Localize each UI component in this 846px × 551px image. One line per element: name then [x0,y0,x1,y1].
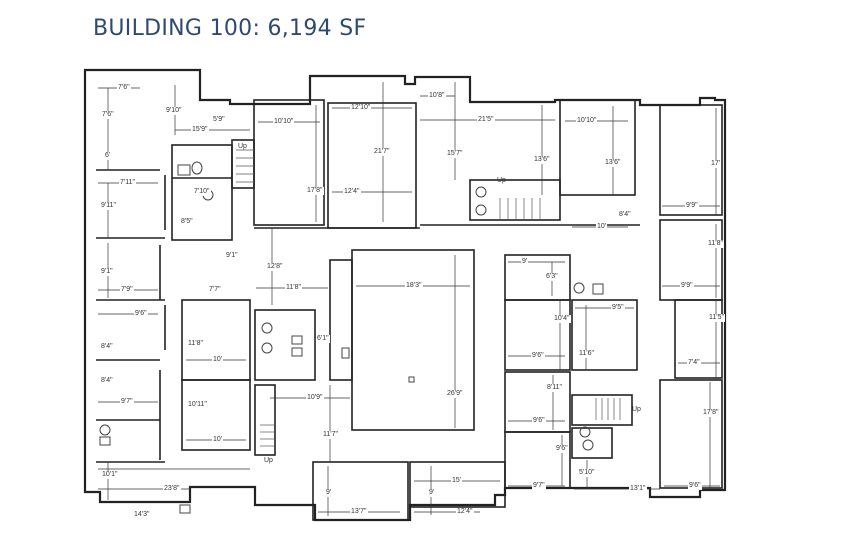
dimension-label: 9'9" [685,202,699,210]
dimension-lines [98,82,720,516]
dimension-label: 9'6" [532,417,546,425]
dimension-label: 10'4" [553,315,571,323]
dimension-label: 10'10" [576,117,598,125]
dimension-label: 13'6" [604,159,622,167]
dimension-label: 6' [104,152,112,160]
dimension-label: 9' [521,258,529,266]
dimension-label: 21'5" [477,116,495,124]
dimension-label: 10'1" [101,471,119,479]
dimension-label: 5'10" [578,469,596,477]
stair-up-label: Up [238,143,247,150]
dimension-label: 13'7" [350,508,368,516]
dimension-label: 9'6" [134,310,148,318]
dimension-label: 7'6" [117,84,131,92]
stair-up-label: Up [632,406,641,413]
dimension-label: 7'7" [208,286,222,294]
dimension-label: 8'5" [180,218,194,226]
dimension-label: 9' [428,489,436,497]
dimension-label: 7'10" [193,188,211,196]
dimension-label: 9'6" [555,445,569,453]
dimension-label: 11'6" [578,350,595,358]
dimension-label: 10'10" [273,118,295,126]
dimension-label: 9'11" [100,202,117,210]
stair-treads [236,149,621,447]
dimension-label: 9'9" [680,282,694,290]
dimension-label: 15'9" [191,126,209,134]
dimension-label: 8'4" [618,211,632,219]
dimension-label: 11'5" [708,314,725,322]
dimension-label: 15'7" [446,150,464,158]
dimension-label: 6'3" [545,273,559,281]
exterior-walls [83,68,727,522]
dimension-label: 21'7" [373,148,391,156]
dimension-label: 13'6" [533,156,551,164]
dimension-label: 17'8" [702,409,720,417]
dimension-label: 15' [451,477,463,485]
dimension-label: 6'1" [316,335,330,343]
dimension-label: 14'3" [133,511,151,519]
dimension-label: 9'1" [225,252,239,260]
dimension-label: 17'8" [306,187,324,195]
dimension-label: 10' [596,223,608,231]
dimension-label: 7'9" [120,286,134,294]
stair-up-label: Up [497,177,506,184]
dimension-label: 9'6" [531,352,545,360]
dimension-label: 23'8" [163,485,181,493]
dimension-label: 9'7" [120,398,134,406]
dimension-label: 18'3" [405,282,423,290]
dimension-label: 12'10" [350,104,372,112]
dimension-label: 8'4" [100,343,114,351]
dimension-label: 9'5" [611,304,625,312]
interior-walls [96,99,723,521]
dimension-label: 13'1" [629,485,647,493]
dimension-label: 9'10" [165,107,183,115]
dimension-label: 10'8" [428,92,446,100]
dimension-label: 7'11" [119,179,136,187]
dimension-label: 7'6" [101,111,115,119]
dimension-label: 11'8" [285,284,302,292]
dimension-label: 5'9" [212,116,226,124]
building-title: BUILDING 100: 6,194 SF [93,16,367,41]
dimension-label: 17' [710,160,722,168]
dimension-label: 10'11" [187,401,208,409]
dimension-label: 8'4" [100,377,114,385]
dimension-label: 7'4" [687,359,701,367]
dimension-label: 26'9" [446,390,464,398]
dimension-label: 12'8" [266,263,284,271]
dimension-label: 10' [212,436,224,444]
stair-up-label: Up [264,457,273,464]
dimension-label: 10' [212,356,224,364]
dimension-label: 9'1" [100,268,114,276]
dimension-label: 8'11" [546,384,563,392]
dimension-label: 10'9" [306,394,324,402]
dimension-label: 11'8" [707,240,724,248]
dimension-label: 9'7" [532,482,546,490]
dimension-label: 9'6" [688,482,702,490]
dimension-label: 12'4" [343,188,361,196]
dimension-label: 9' [325,489,333,497]
dimension-label: 11'8" [187,340,204,348]
dimension-label: 12'4" [456,508,474,516]
dimension-label: 11'7" [322,431,339,439]
fixtures [99,161,604,514]
